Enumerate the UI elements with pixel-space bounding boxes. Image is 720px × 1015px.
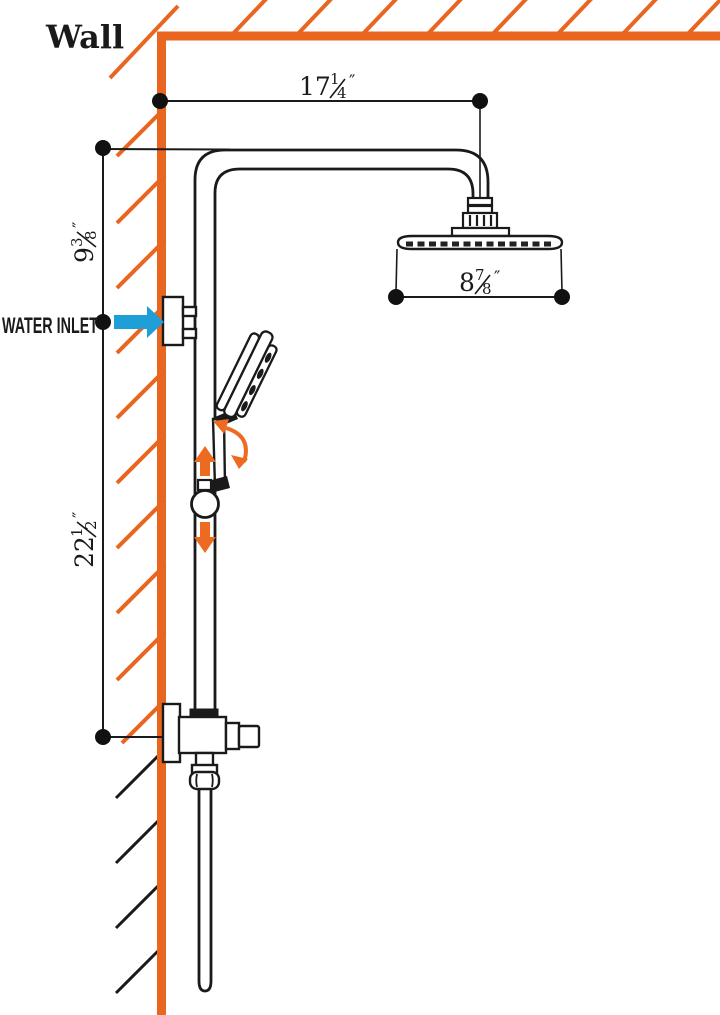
arm-ring-upper [466, 196, 494, 207]
slide-down-arrow [194, 522, 216, 553]
dim-left-top-extension [102, 148, 231, 151]
svg-text:1: 1 [330, 70, 340, 88]
dim-head-right-extension [560, 248, 563, 293]
svg-text:8: 8 [482, 280, 492, 298]
wall-hatch-lower [114, 750, 164, 995]
svg-text:22: 22 [70, 536, 99, 568]
svg-text:8: 8 [82, 230, 100, 240]
diverter-body [177, 715, 228, 755]
water-inlet-fitting [161, 295, 198, 347]
svg-text:17: 17 [299, 72, 331, 101]
shower-hose [197, 789, 213, 993]
dim-head-diameter-label: 8 7 8 ″ [459, 266, 500, 298]
pipe-inner-edge [213, 167, 475, 710]
diverter-flange [189, 708, 219, 718]
water-inlet-arrow [114, 306, 164, 338]
svg-text:2: 2 [82, 520, 100, 530]
dim-head-left-extension [395, 248, 398, 293]
pipe-outer-edge [193, 148, 490, 710]
hand-shower-head [215, 330, 278, 419]
arm-connector [450, 196, 511, 238]
dimension-lines [102, 100, 563, 738]
riser-pipe-and-arm [193, 148, 490, 710]
svg-text:″: ″ [70, 222, 90, 228]
svg-text:7: 7 [475, 266, 485, 284]
inlet-tab-top [181, 305, 198, 318]
hand-shower [196, 330, 278, 495]
holder-clip [196, 478, 213, 492]
svg-text:″: ″ [494, 268, 500, 288]
hose-nut [188, 770, 221, 791]
inlet-wall-bracket [161, 295, 185, 347]
svg-text:″: ″ [70, 512, 90, 518]
wall-line [157, 31, 720, 1015]
svg-text:3: 3 [68, 237, 86, 247]
svg-text:1: 1 [68, 527, 86, 537]
wall-label: Wall [45, 18, 124, 56]
svg-text:8: 8 [459, 268, 475, 297]
movement-arrows [194, 419, 248, 553]
svg-text:9: 9 [70, 247, 99, 263]
rotate-arrow [213, 419, 248, 469]
slider-knob [190, 489, 220, 519]
water-inlet-label: WATER INLET [2, 313, 98, 338]
diverter-wall-bracket [161, 702, 182, 764]
slide-up-arrow [194, 446, 216, 476]
hose-outlet-cap [237, 724, 261, 749]
dim-upper-height-label: 9 3 8 ″ [68, 222, 100, 263]
rain-shower-head [396, 234, 564, 251]
svg-text:″: ″ [349, 72, 355, 92]
dim-top-width-label: 17 1 4 ″ [299, 70, 355, 102]
dim-lower-height-label: 22 1 2 ″ [68, 512, 100, 568]
hose-outlet-step [224, 721, 241, 751]
hand-shower-nozzles [241, 352, 272, 412]
diverter-assembly [161, 702, 261, 791]
inlet-tab-bottom [181, 327, 198, 340]
svg-text:4: 4 [337, 84, 347, 102]
dimension-dots [95, 93, 570, 745]
